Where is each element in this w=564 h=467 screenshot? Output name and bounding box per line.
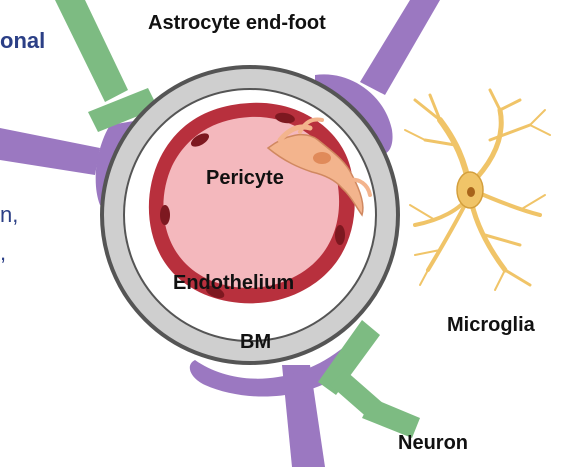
- endothelial-nucleus: [160, 205, 170, 225]
- endothelial-nucleus: [335, 225, 345, 245]
- label-astrocyte-endfoot: Astrocyte end-foot: [148, 12, 326, 35]
- label-bm: BM: [240, 331, 271, 354]
- label-microglia: Microglia: [447, 314, 535, 337]
- cropped-text-line1: onal: [0, 28, 45, 54]
- microglia-nucleus: [467, 187, 475, 197]
- pericyte-nucleus: [313, 152, 331, 164]
- label-neuron: Neuron: [398, 432, 468, 455]
- microglia-cell: [405, 90, 550, 290]
- cropped-text-line2: n,: [0, 202, 18, 228]
- label-endothelium: Endothelium: [173, 272, 294, 295]
- cropped-text-line3: ,: [0, 240, 6, 266]
- label-pericyte: Pericyte: [206, 167, 284, 190]
- vessel-cross-section: [102, 67, 398, 363]
